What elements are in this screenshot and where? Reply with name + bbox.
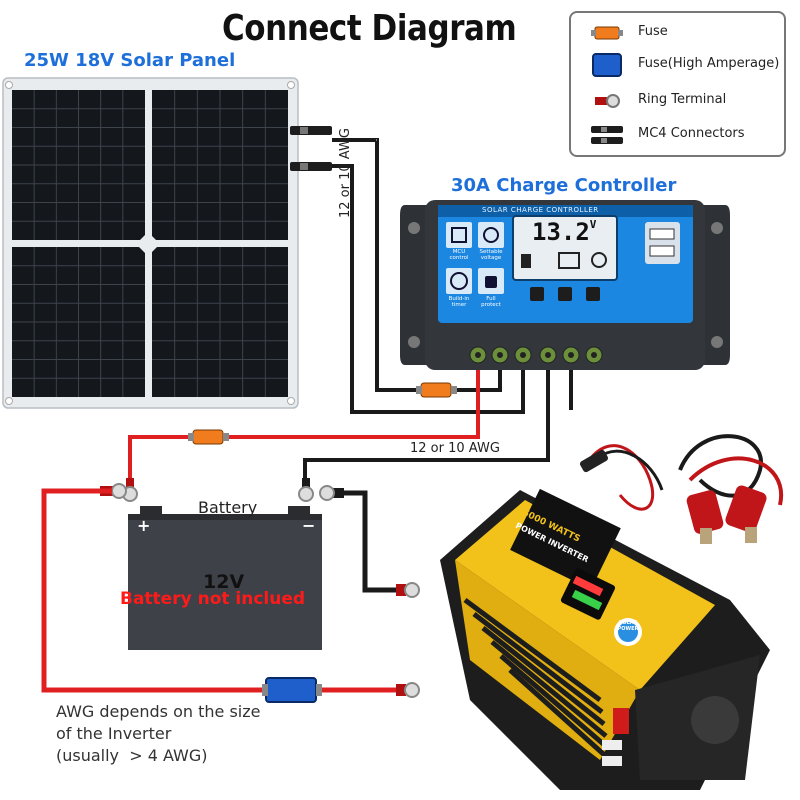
panel-fuse [416,382,457,398]
ring-terminal-icon [595,94,620,108]
inverter-fuse [262,677,322,703]
mc4-connector-icon [591,126,623,144]
legend-item-ring-terminal: Ring Terminal [571,89,786,113]
legend-item-high-amp-fuse: Fuse(High Amperage) [571,53,786,77]
charge-controller-label: 30A Charge Controller [451,175,677,196]
legend-label: Ring Terminal [638,92,727,107]
inverter-ring-terminals [396,582,420,698]
wire-gauge-label-mid: 12 or 10 AWG [410,441,500,456]
controller-battery-wires [128,370,573,482]
controller-display-unit: V [589,218,597,231]
inverter-wire-note: AWG depends on the size of the Inverter … [56,702,261,765]
legend-label: MC4 Connectors [638,126,745,141]
inverter-badge: SOLAR POWER [617,620,639,632]
feature-timer: Build-in timer [448,296,470,308]
high-amp-fuse-icon [592,53,622,77]
power-inverter [440,488,770,790]
battery-voltage: 12V [203,571,245,593]
wire-gauge-label-top: 12 or 10 AWG [338,128,353,218]
legend-label: Fuse(High Amperage) [638,56,780,71]
controller-display: 13.2V [532,218,596,246]
legend-item-mc4: MC4 Connectors [571,123,786,147]
feature-protect: Full protect [481,296,501,308]
battery-inverter-wires [41,488,400,693]
legend-item-fuse: Fuse [571,21,786,45]
clamp-cables [579,434,784,544]
fuse-icon [591,26,623,40]
svg-text:−: − [302,516,315,535]
controller-display-value: 13.2 [532,218,590,246]
battery: + − [128,506,322,650]
legend-label: Fuse [638,24,668,39]
solar-panel-label: 25W 18V Solar Panel [24,50,236,71]
svg-text:+: + [137,516,150,535]
solar-panel [2,77,299,409]
legend: Fuse Fuse(High Amperage) Ring Terminal M… [569,11,786,157]
controller-header: SOLAR CHARGE CONTROLLER [482,206,599,214]
feature-settable: Settable voltage [479,249,503,261]
battery-not-included-note: Battery not inclued [120,589,306,609]
battery-fuse [188,429,229,445]
diagram-title: Connect Diagram [222,8,517,49]
charge-controller [400,200,730,370]
mc4-connectors [290,126,332,171]
feature-mcu: MCU control [449,249,469,261]
battery-label: Battery [198,498,258,517]
